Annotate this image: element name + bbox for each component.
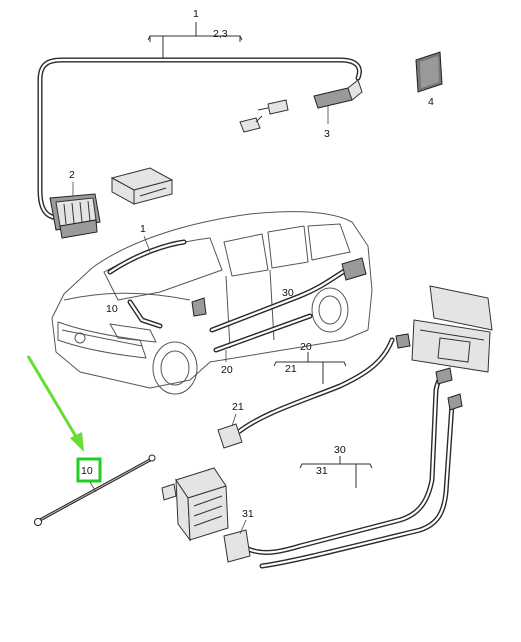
callout-bracket-top: [147, 22, 243, 58]
control-unit-box: [110, 167, 174, 205]
highlight-arrow: [26, 355, 84, 452]
antenna-cable-part-1: [37, 57, 362, 221]
battery-bracket: [395, 285, 493, 373]
leader-31: [239, 519, 247, 535]
callout-3: 3: [324, 128, 330, 140]
module-part-2: [49, 193, 101, 239]
cable-part-20: [217, 337, 395, 449]
highlight-box: [76, 457, 102, 483]
callout-1-top: 1: [193, 8, 199, 20]
callout-20-top: 20: [300, 341, 312, 353]
callout-20-car: 20: [221, 364, 233, 376]
callout-30-car: 30: [282, 287, 294, 299]
plug-pieces: [239, 99, 289, 133]
callout-10-highlight: 10: [81, 465, 93, 477]
connector-part-3: [313, 79, 363, 109]
callout-21: 21: [232, 401, 244, 413]
callout-21-sub: 21: [285, 363, 297, 375]
callout-2: 2: [69, 169, 75, 181]
pad-part-4: [415, 51, 443, 93]
callout-30-top: 30: [334, 444, 346, 456]
callout-bracket-30: [299, 456, 373, 488]
leader-21: [231, 413, 237, 427]
fuse-box: [161, 467, 229, 542]
cable-part-30: [223, 367, 463, 569]
callout-1-car: 1: [140, 223, 146, 235]
car-cable-20: [209, 267, 349, 353]
callout-bracket-20: [273, 352, 347, 384]
callout-31-sub: 31: [316, 465, 328, 477]
callout-31: 31: [242, 508, 254, 520]
leader-1-car: [143, 235, 151, 253]
callout-10-car: 10: [106, 303, 118, 315]
car-outline: [51, 211, 373, 395]
car-battery: [341, 257, 367, 281]
callout-4: 4: [428, 96, 434, 108]
car-cable-10: [127, 299, 163, 329]
ground-strap-part-10: [34, 454, 156, 526]
car-cable-1: [107, 239, 187, 275]
callout-2-3-top: 2,3: [213, 28, 228, 40]
